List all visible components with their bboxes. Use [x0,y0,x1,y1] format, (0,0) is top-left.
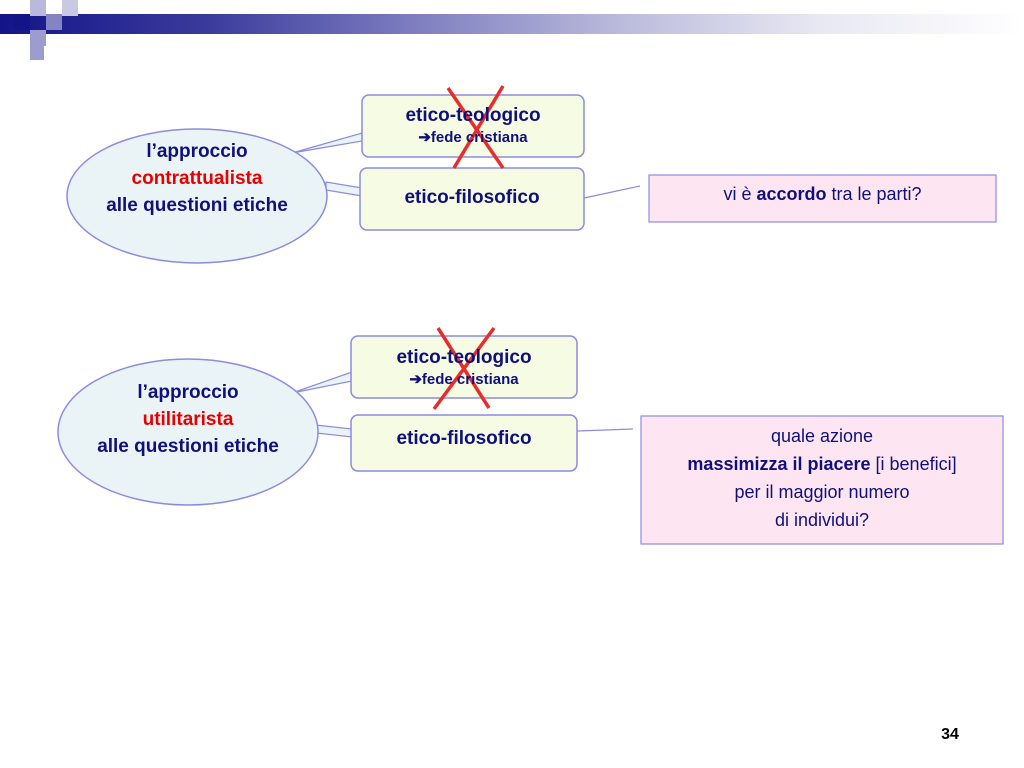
arrow-icon: ➔ [409,371,422,388]
question-text-top: vi è accordo tra le parti? [649,180,996,208]
ellipse-contrattualista [66,128,328,264]
teologico-text-bottom: etico-teologico ➔fede cristiana [351,346,577,390]
cross-icon-2 [432,326,496,411]
teologico-text-top: etico-teologico ➔fede cristiana [362,104,584,148]
question-bold: massimizza il piacere [687,454,871,474]
ellipse-line3: alle questioni etiche [106,195,288,216]
page-number: 34 [941,726,959,743]
question-line2: massimizza il piacere [i benefici] [641,450,1003,478]
question-post: [i benefici] [870,454,957,474]
box-filosofico-bottom [350,414,578,472]
question-line3: per il maggior numero [734,482,910,502]
teologico-sub-text: fede cristiana [421,371,519,388]
question-post: tra le parti? [826,184,922,204]
header-square-light-2 [62,0,78,16]
ellipse-keyword: utilitarista [142,409,234,430]
question-pre: vi è [723,184,757,204]
filosofico-text-top: etico-filosofico [404,187,540,208]
arrow-icon: ➔ [418,129,431,146]
ellipse-utilitarista [57,358,319,506]
ellipse-line3: alle questioni etiche [97,436,279,457]
teologico-sub-text: fede cristiana [430,129,528,146]
ellipse-line1: l’approccio [137,382,239,403]
box-question-bottom [640,415,1004,545]
ellipse-keyword: contrattualista [131,168,263,189]
header-square-light [30,0,46,16]
ellipse-text-utilitarista: l’approccio utilitarista alle questioni … [58,379,318,460]
cross-icon [446,85,505,169]
header-square-dark [14,14,30,30]
teologico-title: etico-teologico [396,347,532,368]
header-square-mid-2 [30,30,46,46]
teologico-subtitle: ➔fede cristiana [362,128,584,148]
teologico-subtitle: ➔fede cristiana [351,370,577,390]
question-text-bottom: quale azione massimizza il piacere [i be… [641,422,1003,534]
teologico-title: etico-teologico [405,105,541,126]
question-line4: di individui? [774,510,870,530]
ellipse-line1: l’approccio [146,141,248,162]
ellipse-text-contrattualista: l’approccio contrattualista alle questio… [67,138,327,219]
filosofico-text-bottom: etico-filosofico [396,428,532,449]
box-filosofico-top [359,167,585,231]
box-question-top [648,174,997,223]
header-gradient-bar [0,14,1024,34]
question-bold: accordo [756,184,827,204]
header-square-mid [46,14,62,30]
question-line1: quale azione [770,426,874,446]
header-square-small [30,46,44,60]
